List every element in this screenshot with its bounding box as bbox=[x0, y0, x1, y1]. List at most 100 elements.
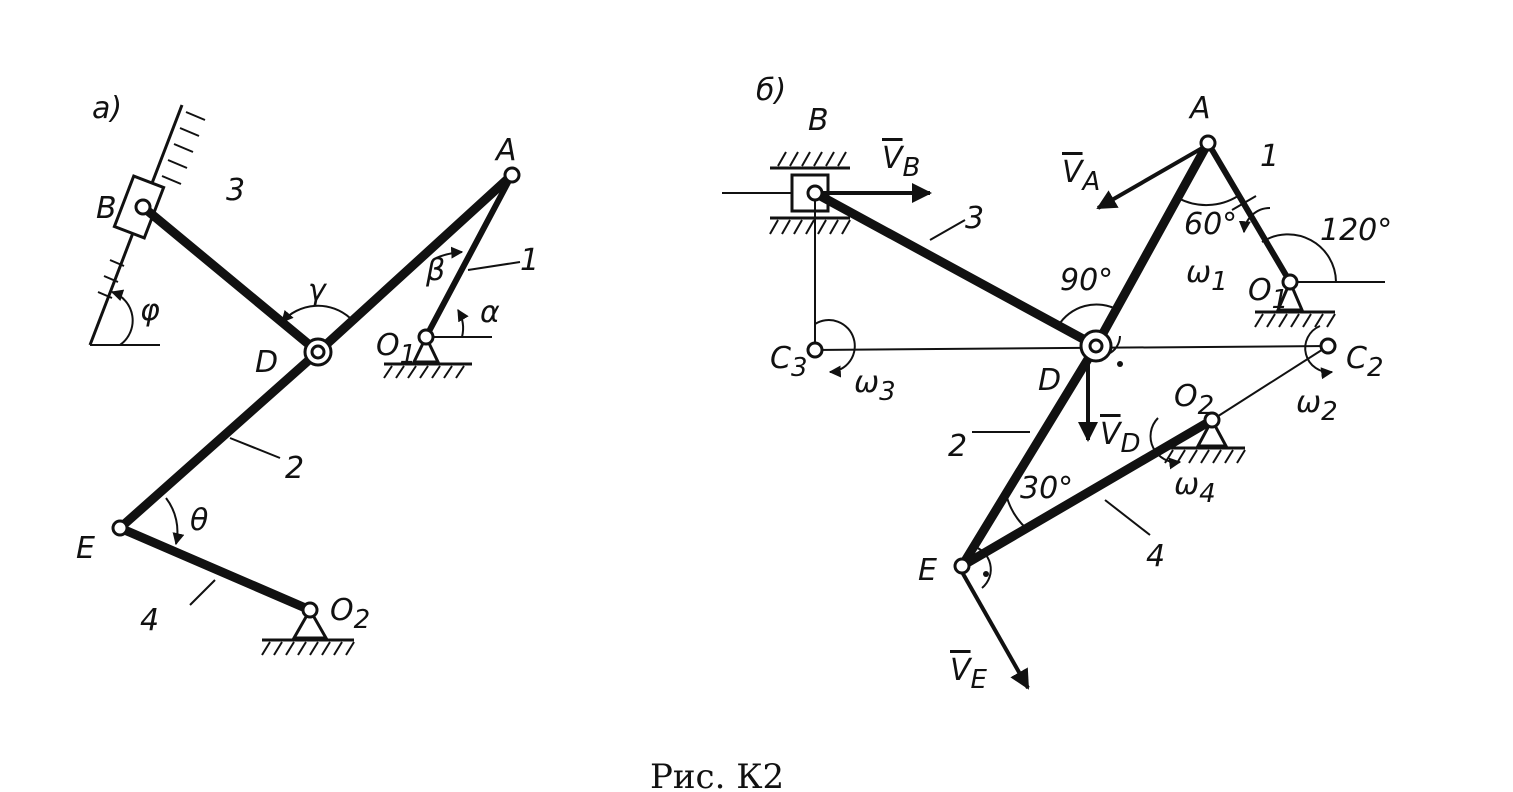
joint-d bbox=[1088, 338, 1104, 354]
rod-1 bbox=[1205, 140, 1293, 285]
label-alpha: α bbox=[480, 295, 500, 330]
label-link-4: 4 bbox=[140, 603, 159, 638]
support-o2 bbox=[261, 606, 355, 656]
omega-1-arc bbox=[1238, 206, 1271, 234]
arc-30 bbox=[1005, 493, 1029, 531]
label-vb: VB bbox=[882, 141, 920, 183]
panel-b: б) B VB 3 A VA 1 60° 120° ω1 O1 90° C3 ω… bbox=[722, 73, 1392, 695]
theta-arc bbox=[165, 497, 185, 546]
omega-4-arc bbox=[1149, 417, 1182, 470]
label-d: D bbox=[1038, 363, 1061, 398]
vector-va bbox=[1096, 145, 1205, 210]
vector-ve bbox=[960, 571, 1030, 690]
label-omega-1: ω1 bbox=[1186, 255, 1228, 297]
rod-2 bbox=[957, 341, 1101, 571]
label-o1: O1 bbox=[376, 328, 416, 370]
arc-120 bbox=[1261, 233, 1337, 283]
label-gamma: γ bbox=[308, 273, 328, 308]
label-ve: VE bbox=[950, 653, 988, 695]
label-d: D bbox=[255, 345, 278, 380]
joint-d bbox=[310, 344, 326, 360]
label-e: E bbox=[918, 553, 937, 588]
joint-o1 bbox=[1281, 273, 1299, 291]
label-omega-2: ω2 bbox=[1296, 385, 1338, 427]
label-e: E bbox=[76, 531, 95, 566]
arc-60 bbox=[1177, 195, 1239, 207]
label-link-3: 3 bbox=[965, 201, 984, 236]
leader-4 bbox=[189, 579, 216, 606]
figure-caption: Рис. К2 bbox=[650, 757, 784, 792]
support-o1 bbox=[383, 333, 492, 379]
label-90: 90° bbox=[1060, 263, 1113, 298]
joint-b bbox=[806, 184, 824, 202]
label-30: 30° bbox=[1020, 471, 1073, 506]
leader-2 bbox=[229, 437, 281, 459]
joint-e bbox=[953, 557, 971, 575]
right-angle-e-dot bbox=[983, 571, 989, 577]
label-o2: O2 bbox=[1174, 379, 1214, 421]
label-va: VA bbox=[1062, 155, 1100, 197]
label-o1: O1 bbox=[1248, 273, 1288, 315]
omega-2-arc bbox=[1304, 325, 1334, 380]
support-o1 bbox=[1254, 278, 1336, 328]
leader-3 bbox=[929, 219, 966, 241]
arc-90 bbox=[1057, 303, 1119, 327]
alpha-arc bbox=[457, 308, 469, 338]
label-b: B bbox=[96, 191, 117, 226]
rod-2 bbox=[115, 347, 323, 533]
label-60: 60° bbox=[1184, 207, 1237, 242]
right-angle-d-dot bbox=[1117, 361, 1123, 367]
joint-o2 bbox=[1203, 411, 1221, 429]
rod-3 bbox=[138, 202, 323, 357]
leader-1 bbox=[1231, 195, 1257, 211]
label-omega-3: ω3 bbox=[854, 365, 896, 407]
joint-o2 bbox=[301, 601, 319, 619]
omega-3-arc bbox=[814, 319, 856, 378]
label-phi: φ bbox=[140, 293, 160, 328]
phi-arc bbox=[110, 289, 134, 346]
gamma-arc bbox=[281, 304, 351, 323]
label-a: A bbox=[1188, 91, 1211, 126]
rod-ad bbox=[1091, 138, 1213, 351]
leader-4 bbox=[1104, 499, 1151, 536]
label-beta: β bbox=[425, 253, 445, 288]
joint-b bbox=[134, 198, 152, 216]
rod-4 bbox=[115, 523, 315, 615]
support-o2 bbox=[1164, 416, 1246, 464]
rod-3 bbox=[810, 188, 1101, 351]
label-link-1: 1 bbox=[520, 243, 539, 278]
right-angle-e bbox=[971, 545, 992, 589]
label-link-2: 2 bbox=[285, 451, 304, 486]
joint-a bbox=[503, 166, 521, 184]
panel-a: a) B 3 φ γ D A β 1 α O1 2 E θ 4 O2 bbox=[76, 91, 539, 656]
label-120: 120° bbox=[1320, 213, 1392, 248]
rod-1 bbox=[423, 172, 515, 340]
joint-e bbox=[111, 519, 129, 537]
label-o2: O2 bbox=[330, 593, 370, 635]
beta-arc bbox=[435, 246, 464, 259]
joint-o1 bbox=[417, 328, 435, 346]
label-omega-4: ω4 bbox=[1174, 467, 1216, 509]
label-link-3: 3 bbox=[226, 173, 245, 208]
line-c3-c2 bbox=[814, 345, 1329, 351]
label-theta: θ bbox=[190, 503, 208, 538]
rod-4 bbox=[957, 415, 1217, 571]
label-vd: VD bbox=[1100, 417, 1141, 459]
leader-1 bbox=[467, 261, 521, 271]
guide-hatching bbox=[97, 111, 206, 299]
joint-c3 bbox=[806, 341, 824, 359]
panel-a-tag: a) bbox=[92, 91, 122, 126]
guide-b bbox=[769, 151, 851, 235]
label-link-4: 4 bbox=[1146, 539, 1165, 574]
line-o2-c2 bbox=[1211, 345, 1329, 421]
label-b: B bbox=[808, 103, 829, 138]
label-link-2: 2 bbox=[948, 429, 967, 464]
joint-c2 bbox=[1319, 337, 1337, 355]
panel-b-tag: б) bbox=[756, 73, 786, 108]
label-c3: C3 bbox=[770, 341, 808, 383]
joint-a bbox=[1199, 134, 1217, 152]
rod-ad bbox=[313, 170, 517, 357]
label-link-1: 1 bbox=[1260, 139, 1279, 174]
label-c2: C2 bbox=[1346, 341, 1384, 383]
